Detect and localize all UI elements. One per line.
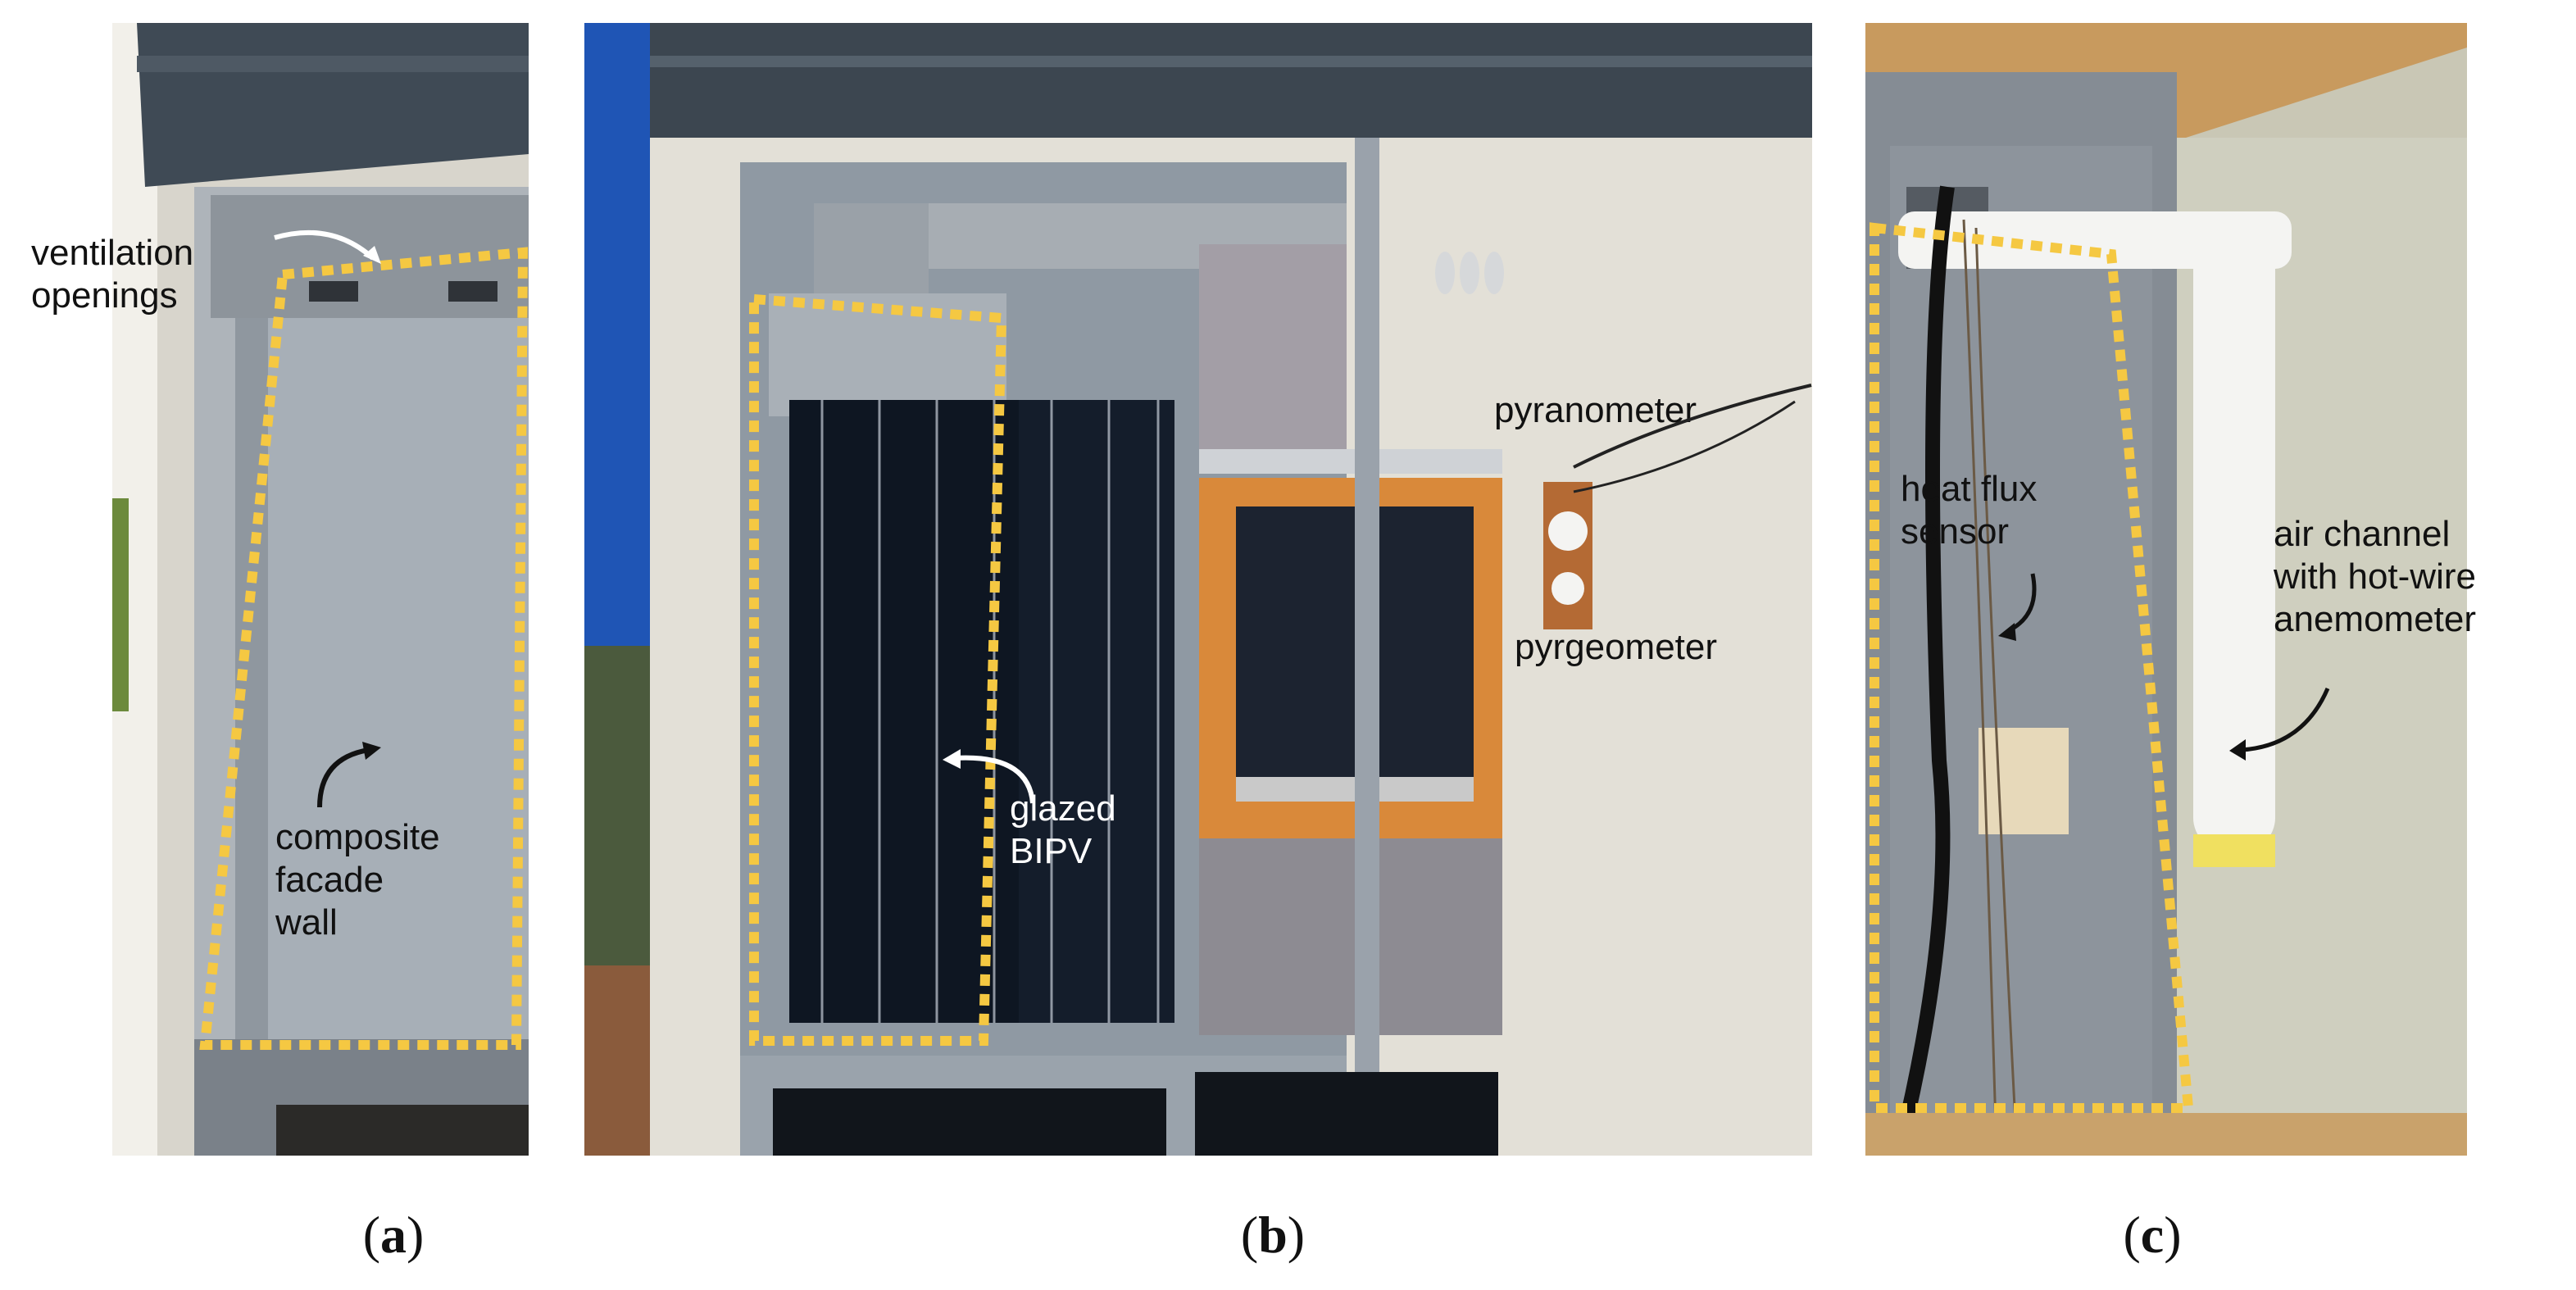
photo-panel-c — [1865, 23, 2467, 1156]
composite-arrow-icon — [317, 742, 381, 808]
glazed-bipv-label: glazed BIPV — [1010, 788, 1116, 871]
ventilation-openings-label: ventilation openings — [31, 233, 194, 316]
sensor-cables — [1573, 384, 1812, 493]
glazed-arrow-icon — [943, 749, 1035, 804]
photo-panel-b — [584, 23, 1812, 1156]
caption-b: (b) — [1240, 1206, 1306, 1264]
caption-c: (c) — [2123, 1206, 2182, 1264]
pyranometer-label: pyranometer — [1494, 390, 1697, 430]
composite-facade-wall-label: composite facade wall — [275, 817, 440, 943]
heat-flux-arrow-icon — [1998, 573, 2037, 641]
air-channel-arrow-icon — [2229, 688, 2330, 761]
photo-panel-a — [112, 23, 529, 1156]
pyrgeometer-label: pyrgeometer — [1515, 627, 1718, 667]
heat-flux-sensor-label: heat flux sensor — [1901, 469, 2038, 552]
air-channel-label: air channel with hot-wire anemometer — [2274, 514, 2477, 639]
caption-a: (a) — [362, 1206, 425, 1264]
ventilation-arrow-icon — [274, 229, 381, 264]
